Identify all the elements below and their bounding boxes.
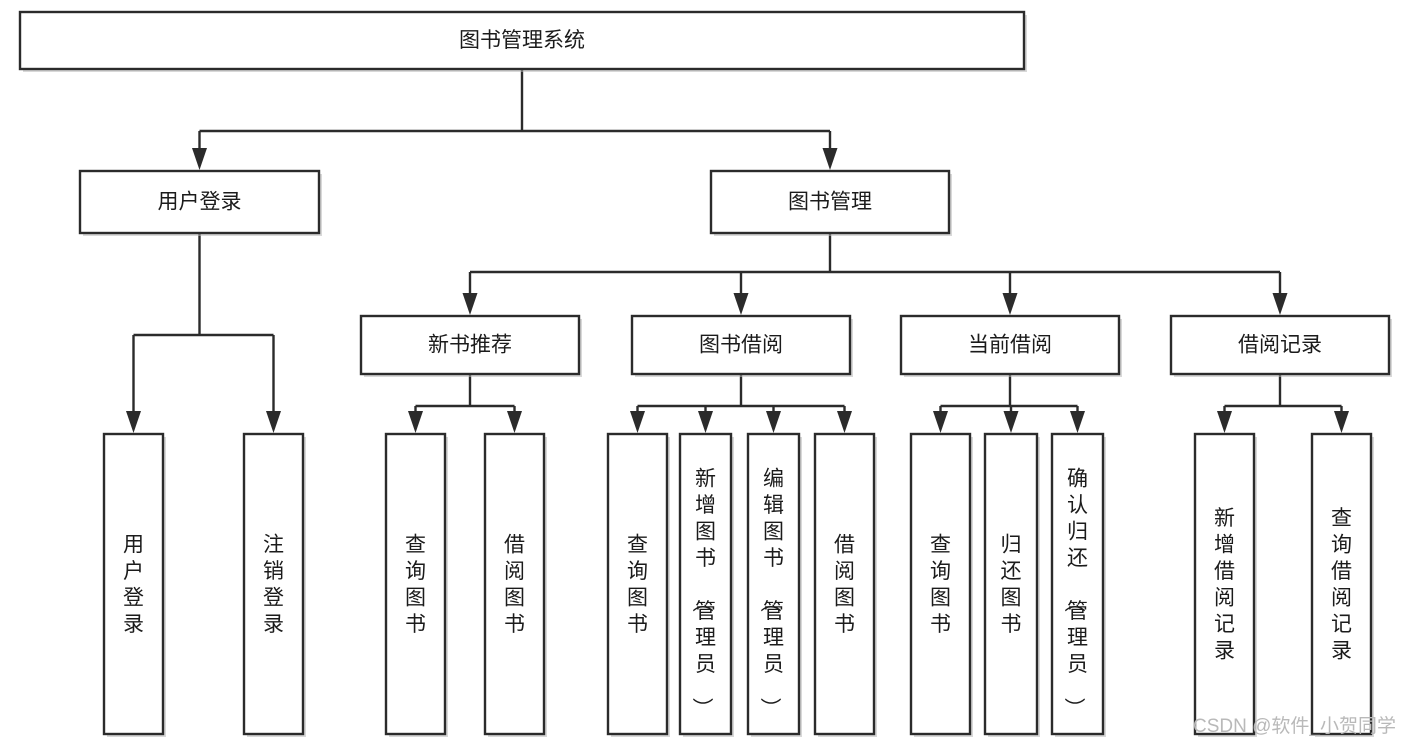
arrow-head-icon	[462, 293, 478, 315]
node-book-manage[interactable]: 图书管理	[709, 169, 952, 236]
arrow-head-icon	[507, 411, 522, 433]
node-rect[interactable]	[359, 314, 581, 376]
node-label: 注销登录	[263, 534, 284, 637]
connector-group	[192, 69, 838, 170]
node-layer: 图书管理系统用户登录图书管理新书推荐图书借阅当前借阅借阅记录用户登录注销登录查询…	[18, 10, 1392, 737]
connector-group	[408, 374, 522, 433]
node-label: 图书管理	[788, 191, 872, 214]
connector-group	[630, 374, 852, 433]
node-leaf-query-book-3[interactable]: 查询图书	[909, 432, 973, 737]
node-root[interactable]: 图书管理系统	[18, 10, 1027, 72]
node-rect[interactable]	[630, 314, 852, 376]
node-user-login[interactable]: 用户登录	[78, 169, 322, 236]
node-label: 查询图书	[627, 534, 648, 637]
node-rect[interactable]	[909, 432, 972, 736]
csdn-watermark: CSDN @软件_小贺同学	[1193, 715, 1396, 737]
node-rect[interactable]	[899, 314, 1121, 376]
node-label: 编辑图书（管理员）	[758, 467, 784, 718]
node-rect[interactable]	[983, 432, 1039, 736]
arrow-head-icon	[733, 293, 749, 315]
node-leaf-query-record[interactable]: 查询借阅记录	[1310, 432, 1374, 737]
node-leaf-add-record[interactable]: 新增借阅记录	[1193, 432, 1257, 737]
node-rect[interactable]	[813, 432, 876, 736]
node-rect[interactable]	[18, 10, 1026, 71]
node-label: 借阅记录	[1238, 334, 1322, 357]
arrow-head-icon	[630, 411, 645, 433]
node-rect[interactable]	[1050, 432, 1105, 736]
node-label: 新增借阅记录	[1214, 507, 1235, 663]
node-book-borrow[interactable]: 图书借阅	[630, 314, 853, 377]
node-label: 借阅图书	[504, 534, 525, 637]
arrow-head-icon	[1002, 293, 1018, 315]
node-leaf-borrow-book-2[interactable]: 借阅图书	[813, 432, 877, 737]
connector-layer	[126, 69, 1349, 433]
arrow-head-icon	[766, 411, 781, 433]
arrow-head-icon	[192, 148, 207, 170]
node-leaf-query-book-2[interactable]: 查询图书	[606, 432, 670, 737]
arrow-head-icon	[837, 411, 852, 433]
arrow-head-icon	[408, 411, 423, 433]
node-leaf-user-login[interactable]: 用户登录	[102, 432, 166, 737]
node-leaf-confirm-return[interactable]: 确认归还（管理员）	[1050, 432, 1106, 737]
connector-group	[1217, 374, 1349, 433]
arrow-head-icon	[698, 411, 713, 433]
connector-group	[126, 233, 281, 433]
node-rect[interactable]	[1310, 432, 1373, 736]
node-rect[interactable]	[102, 432, 165, 736]
node-rect[interactable]	[709, 169, 951, 235]
node-new-book-rec[interactable]: 新书推荐	[359, 314, 582, 377]
node-label: 归还图书	[1001, 534, 1022, 637]
node-rect[interactable]	[1193, 432, 1256, 736]
node-label: 借阅图书	[834, 534, 855, 637]
node-label: 查询图书	[930, 534, 951, 637]
arrow-head-icon	[1003, 411, 1019, 433]
node-rect[interactable]	[746, 432, 801, 736]
node-leaf-add-book[interactable]: 新增图书（管理员）	[678, 432, 734, 737]
node-leaf-return-book[interactable]: 归还图书	[983, 432, 1040, 737]
connector-group	[933, 374, 1085, 433]
arrow-head-icon	[822, 148, 838, 170]
node-rect[interactable]	[78, 169, 321, 235]
arrow-head-icon	[1272, 293, 1288, 315]
arrow-head-icon	[1070, 411, 1085, 433]
node-label: 当前借阅	[968, 334, 1052, 357]
node-rect[interactable]	[606, 432, 669, 736]
node-rect[interactable]	[384, 432, 447, 736]
node-label: 用户登录	[158, 191, 242, 214]
node-label: 确认归还（管理员）	[1062, 467, 1088, 718]
node-label: 用户登录	[123, 534, 144, 637]
node-rect[interactable]	[1169, 314, 1391, 376]
arrow-head-icon	[1217, 411, 1232, 433]
node-rect[interactable]	[242, 432, 305, 736]
node-label: 查询借阅记录	[1331, 507, 1352, 663]
node-label: 图书管理系统	[459, 29, 585, 52]
node-leaf-borrow-book-1[interactable]: 借阅图书	[483, 432, 547, 737]
node-rect[interactable]	[483, 432, 546, 736]
node-leaf-logout[interactable]: 注销登录	[242, 432, 306, 737]
node-label: 查询图书	[405, 534, 426, 637]
node-rect[interactable]	[678, 432, 733, 736]
arrow-head-icon	[933, 411, 948, 433]
node-leaf-query-book-1[interactable]: 查询图书	[384, 432, 448, 737]
node-leaf-edit-book[interactable]: 编辑图书（管理员）	[746, 432, 802, 737]
node-label: 新书推荐	[428, 334, 512, 357]
arrow-head-icon	[266, 411, 281, 433]
arrow-head-icon	[126, 411, 141, 433]
node-borrow-record[interactable]: 借阅记录	[1169, 314, 1392, 377]
node-label: 图书借阅	[699, 334, 783, 357]
node-current-borrow[interactable]: 当前借阅	[899, 314, 1122, 377]
node-label: 新增图书（管理员）	[690, 467, 716, 718]
arrow-head-icon	[1334, 411, 1349, 433]
connector-group	[462, 233, 1288, 315]
